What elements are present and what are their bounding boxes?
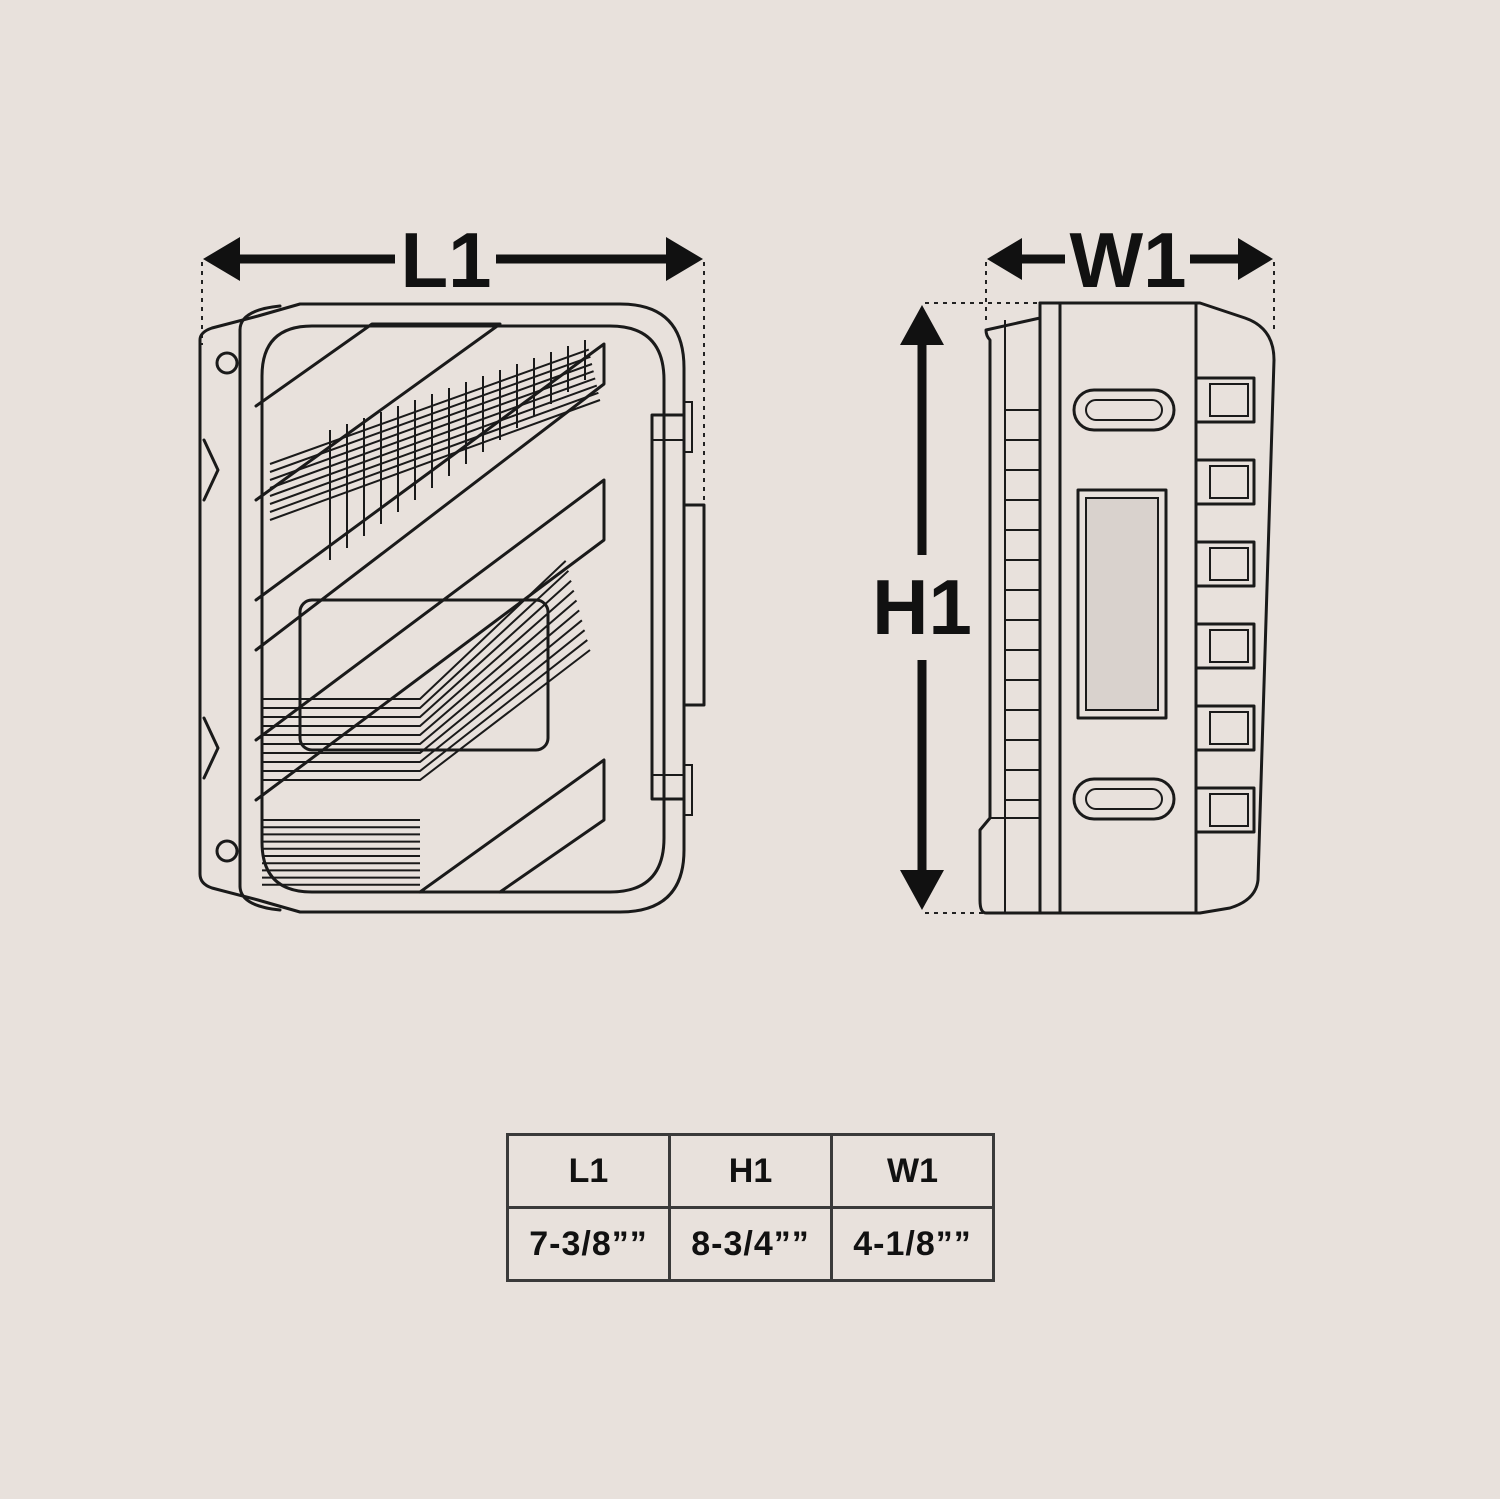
lid-stripe-pattern xyxy=(254,322,606,894)
arrow-right-icon xyxy=(1238,238,1273,280)
side-view: W1 H1 xyxy=(872,216,1276,915)
side-clip xyxy=(1194,622,1256,670)
side-clip xyxy=(1194,540,1256,588)
arrow-right-icon xyxy=(666,237,703,281)
table-value-row: 7-3/8”” 8-3/4”” 4-1/8”” xyxy=(506,1206,995,1282)
arrow-down-icon xyxy=(900,870,944,910)
case-front-outline xyxy=(198,302,706,914)
arrow-left-icon xyxy=(203,237,240,281)
header-h1: H1 xyxy=(668,1133,833,1209)
header-l1: L1 xyxy=(506,1133,671,1209)
handle-slot-bottom xyxy=(1072,777,1176,821)
l1-dimension: L1 xyxy=(201,216,705,510)
hinge-screw-bottom xyxy=(215,839,239,863)
side-clip xyxy=(1194,458,1256,506)
handle-slot-top xyxy=(1072,388,1176,432)
dimensions-table: L1 H1 W1 7-3/8”” 8-3/4”” 4-1/8”” xyxy=(506,1133,995,1282)
case-side-outline xyxy=(978,301,1276,915)
latch xyxy=(682,503,706,707)
value-w1: 4-1/8”” xyxy=(830,1206,995,1282)
header-w1: W1 xyxy=(830,1133,995,1209)
front-view: L1 xyxy=(198,216,706,914)
l1-label: L1 xyxy=(400,216,491,304)
value-h1: 8-3/4”” xyxy=(668,1206,833,1282)
side-clip xyxy=(1194,376,1256,424)
h1-dimension: H1 xyxy=(872,302,1040,914)
hinge-screw-top xyxy=(215,351,239,375)
arrow-left-icon xyxy=(987,238,1022,280)
side-clip xyxy=(1194,704,1256,752)
side-clip xyxy=(1194,786,1256,834)
w1-label: W1 xyxy=(1070,216,1187,304)
h1-label: H1 xyxy=(872,563,972,651)
label-window xyxy=(1076,488,1168,720)
w1-dimension: W1 xyxy=(985,216,1275,330)
arrow-up-icon xyxy=(900,305,944,345)
value-l1: 7-3/8”” xyxy=(506,1206,671,1282)
table-header-row: L1 H1 W1 xyxy=(506,1133,995,1209)
